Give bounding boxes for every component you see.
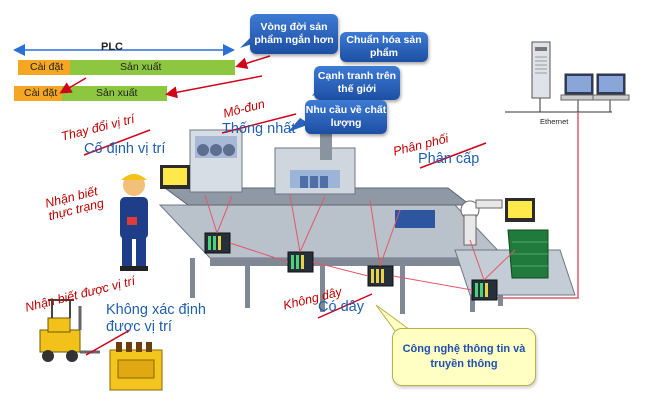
bubble-global-competition: Cạnh tranh trên thế giới [314,66,400,100]
bubble-quality-demand: Nhu cầu về chất lượng [305,100,387,134]
bar2-production-segment [62,86,167,101]
server-icon [531,41,551,99]
bottle-crate-icon [109,342,163,391]
bar2-red-arrow [165,75,263,99]
bar2-production-label: Sản xuất [96,87,138,99]
bubble-standardization: Chuẩn hóa sản phẩm [340,32,428,62]
bar2-setup-label: Cài đặt [24,87,58,99]
label-ethernet: Ethernet [540,117,569,126]
strike-phan-cap [419,142,487,169]
label-co-dinh-vi-tri: Cố định vị trí [84,141,166,157]
strike-thong-nhat [221,113,297,134]
forklift-icon [39,299,100,362]
label-phan-cap: Phân cấp [418,151,480,167]
ict-info-box: Công nghệ thông tin và truyền thông [392,328,536,386]
strike-co-day [317,293,373,319]
label-thong-nhat: Thống nhất [222,121,296,137]
bubble-product-lifecycle: Vòng đời sản phẩm ngắn hơn [250,14,338,54]
bar2-setup-segment [14,86,62,101]
worker-figure [120,174,148,271]
bar1-red-arrow [235,55,271,70]
bar1-setup-segment [18,60,70,75]
ethernet-network [470,41,630,299]
production-line-machine [158,120,576,314]
plc-label: PLC [101,41,123,53]
strike-co-dinh [83,129,151,156]
bar1-production-label: Sản xuất [120,61,162,73]
label-co-day: Có dây [318,299,364,315]
bar2-left-red-arrow [59,77,87,94]
bar1-production-segment [70,60,235,75]
strike-nhan-biet [85,329,131,356]
label-khong-xac-dinh: Không xác định được vị trí [106,302,206,335]
bar1-setup-label: Cài đặt [30,61,64,73]
